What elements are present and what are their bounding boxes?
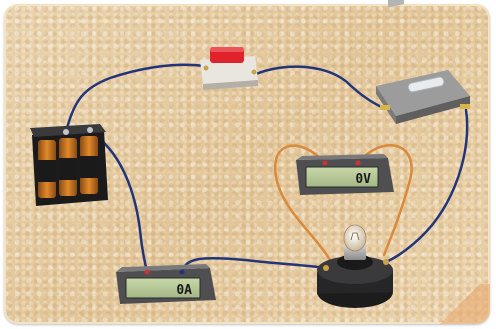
fuse-terminal-left (380, 105, 390, 110)
battery-pack (30, 124, 108, 206)
fuse-terminal-right (460, 104, 470, 109)
wire-battery-to-ammeter (88, 130, 149, 274)
voltmeter-lead-right (356, 144, 413, 257)
switch-terminal-left (203, 65, 209, 71)
wire-battery-to-switch (64, 63, 207, 134)
wire-switch-to-fuse (254, 65, 386, 110)
wire-fuse-to-bulb (384, 108, 469, 264)
ammeter-terminal-left (144, 269, 150, 275)
voltmeter-leads (274, 144, 413, 262)
light-bulb (343, 224, 367, 260)
voltmeter-lead-left (274, 144, 332, 262)
voltmeter-terminal-left (322, 160, 328, 166)
switch-terminal-right (251, 69, 257, 75)
circuit-wires (64, 63, 469, 274)
ammeter-terminal-right (179, 269, 185, 275)
voltmeter-terminal-right (355, 160, 361, 166)
bulb-holder (317, 254, 393, 308)
ammeter-lcd (125, 277, 201, 299)
voltmeter-reading: 0V (355, 172, 371, 187)
battery-terminal-negative (63, 129, 69, 135)
voltmeter-lcd (305, 166, 379, 188)
ammeter: 0A (116, 264, 216, 304)
voltmeter: 0V (296, 154, 394, 195)
rocker-switch[interactable] (200, 47, 258, 90)
fuse-holder (376, 0, 470, 124)
wire-ammeter-to-bulb (180, 256, 328, 274)
glass-fuse (407, 76, 445, 93)
bulb-terminal-left (323, 265, 329, 271)
battery-terminal-positive (87, 127, 93, 133)
bulb-terminal-right (383, 259, 389, 265)
ammeter-reading: 0A (176, 283, 192, 298)
